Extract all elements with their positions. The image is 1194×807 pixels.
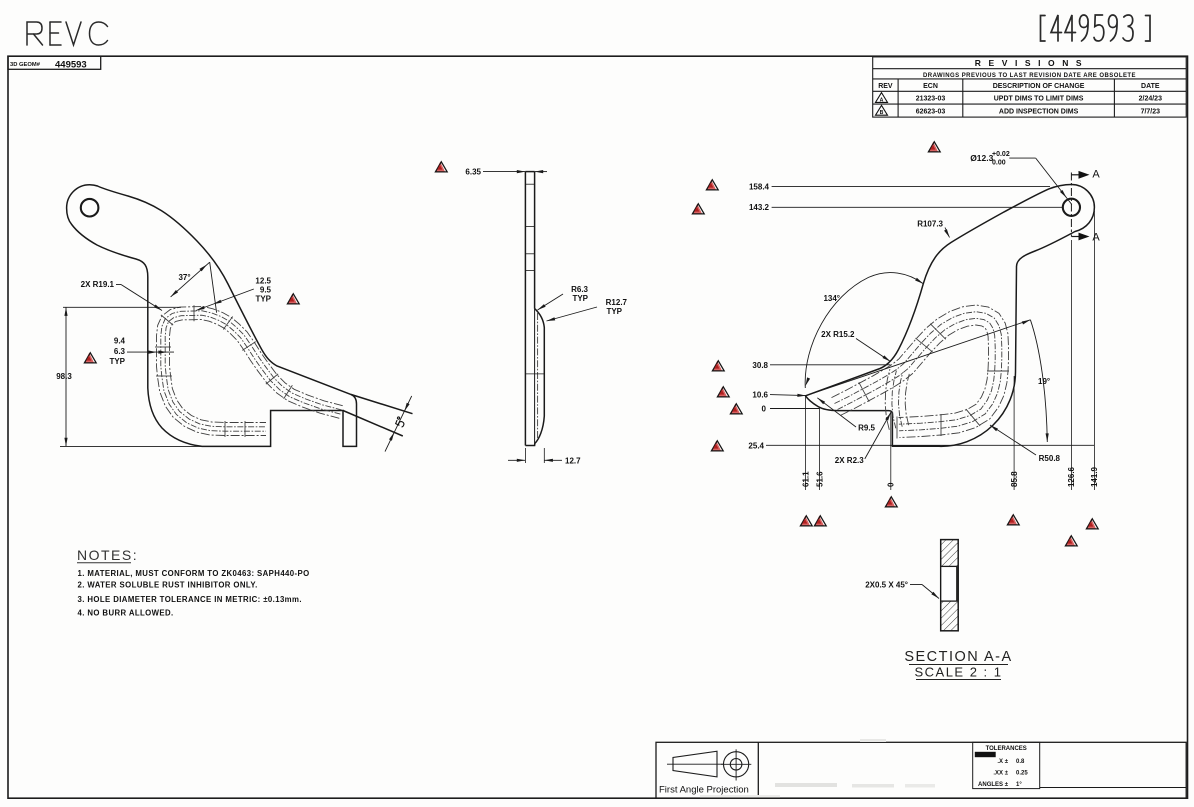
svg-text:Ø12.3: Ø12.3 (970, 153, 993, 163)
svg-text:TYP: TYP (606, 307, 622, 316)
svg-text:R107.3: R107.3 (917, 220, 943, 229)
svg-text:62623-03: 62623-03 (916, 108, 946, 115)
svg-text:10.6: 10.6 (752, 391, 768, 400)
svg-text:DATE: DATE (1141, 83, 1160, 90)
svg-text:7/7/23: 7/7/23 (1141, 108, 1161, 115)
svg-text:12.5: 12.5 (255, 277, 271, 286)
svg-text:R E V I S I O N S: R E V I S I O N S (975, 58, 1084, 68)
svg-text:2. WATER SOLUBLE RUST INHIBITO: 2. WATER SOLUBLE RUST INHIBITOR ONLY. (78, 581, 258, 590)
svg-text:A: A (1092, 169, 1100, 181)
svg-text:0: 0 (762, 405, 767, 414)
svg-text:61.1: 61.1 (801, 471, 810, 487)
svg-text:143.2: 143.2 (749, 203, 770, 212)
svg-text:ECN: ECN (923, 83, 938, 90)
svg-text:19°: 19° (1038, 377, 1050, 386)
svg-text:0.8: 0.8 (1016, 759, 1025, 765)
svg-text:1. MATERIAL, MUST CONFORM TO Z: 1. MATERIAL, MUST CONFORM TO ZK0463: SAP… (78, 569, 310, 578)
svg-text:6.35: 6.35 (465, 168, 481, 177)
svg-text:1°: 1° (1016, 782, 1022, 788)
svg-text:0.25: 0.25 (1016, 771, 1028, 777)
svg-text:134°: 134° (823, 294, 840, 303)
svg-text:9.5: 9.5 (260, 286, 272, 295)
svg-text:TYP: TYP (109, 357, 125, 366)
svg-text:NOTES:: NOTES: (77, 547, 138, 563)
svg-text:.X ±: .X ± (997, 759, 1008, 765)
svg-text:DRAWINGS PREVIOUS TO LAST REVI: DRAWINGS PREVIOUS TO LAST REVISION DATE … (923, 73, 1136, 79)
svg-text:158.4: 158.4 (749, 183, 770, 192)
svg-text:UPDT DIMS TO LIMIT DIMS: UPDT DIMS TO LIMIT DIMS (994, 96, 1084, 103)
svg-text:0: 0 (887, 482, 896, 487)
svg-text:12.7: 12.7 (565, 456, 581, 465)
svg-text:449593: 449593 (55, 60, 87, 71)
svg-text:A: A (1092, 232, 1100, 244)
svg-text:+0.02: +0.02 (992, 151, 1010, 158)
svg-text:98.3: 98.3 (56, 372, 72, 381)
svg-text:DESCRIPTION OF CHANGE: DESCRIPTION OF CHANGE (993, 83, 1085, 90)
svg-text:SCALE 2 : 1: SCALE 2 : 1 (914, 665, 1002, 680)
svg-text:First Angle Projection: First Angle Projection (659, 785, 749, 796)
svg-text:R6.3: R6.3 (571, 285, 588, 294)
svg-text:2/24/23: 2/24/23 (1139, 96, 1162, 103)
svg-text:2X R19.1: 2X R19.1 (81, 280, 115, 289)
svg-text:141.9: 141.9 (1090, 466, 1099, 487)
svg-text:85.8: 85.8 (1010, 471, 1019, 487)
svg-text:ANGLES ±: ANGLES ± (978, 782, 1009, 788)
svg-text:3. HOLE DIAMETER TOLERANCE IN: 3. HOLE DIAMETER TOLERANCE IN METRIC: ±0… (78, 595, 302, 604)
svg-text:TYP: TYP (255, 295, 271, 304)
svg-text:ADD INSPECTION DIMS: ADD INSPECTION DIMS (999, 108, 1079, 115)
svg-text:TOLERANCES: TOLERANCES (986, 746, 1027, 752)
svg-text:25.4: 25.4 (748, 441, 764, 450)
svg-text:126.6: 126.6 (1067, 466, 1076, 487)
svg-text:A: A (880, 97, 884, 103)
svg-text:B: B (880, 110, 884, 116)
svg-text:REV: REV (878, 83, 893, 90)
svg-text:21323-03: 21323-03 (916, 96, 946, 103)
svg-text:TYP: TYP (572, 294, 588, 303)
svg-text:51.6: 51.6 (815, 471, 824, 487)
svg-text:R12.7: R12.7 (606, 298, 628, 307)
svg-text:9.4: 9.4 (114, 337, 126, 346)
svg-text:0.00: 0.00 (992, 160, 1006, 167)
svg-text:2X R2.3: 2X R2.3 (835, 456, 864, 465)
svg-text:SECTION A-A: SECTION A-A (904, 649, 1012, 665)
svg-text:2X0.5 X 45°: 2X0.5 X 45° (865, 581, 908, 590)
svg-text:3D GEOM#: 3D GEOM# (10, 62, 41, 68)
svg-text:30.8: 30.8 (752, 361, 768, 370)
svg-text:.XX ±: .XX ± (993, 771, 1008, 777)
svg-text:R50.8: R50.8 (1039, 454, 1061, 463)
svg-text:6.3: 6.3 (114, 347, 126, 356)
svg-text:R9.5: R9.5 (858, 424, 875, 433)
svg-text:37°: 37° (178, 273, 190, 282)
svg-text:4. NO BURR ALLOWED.: 4. NO BURR ALLOWED. (78, 609, 174, 618)
svg-text:2X R15.2: 2X R15.2 (821, 330, 855, 339)
